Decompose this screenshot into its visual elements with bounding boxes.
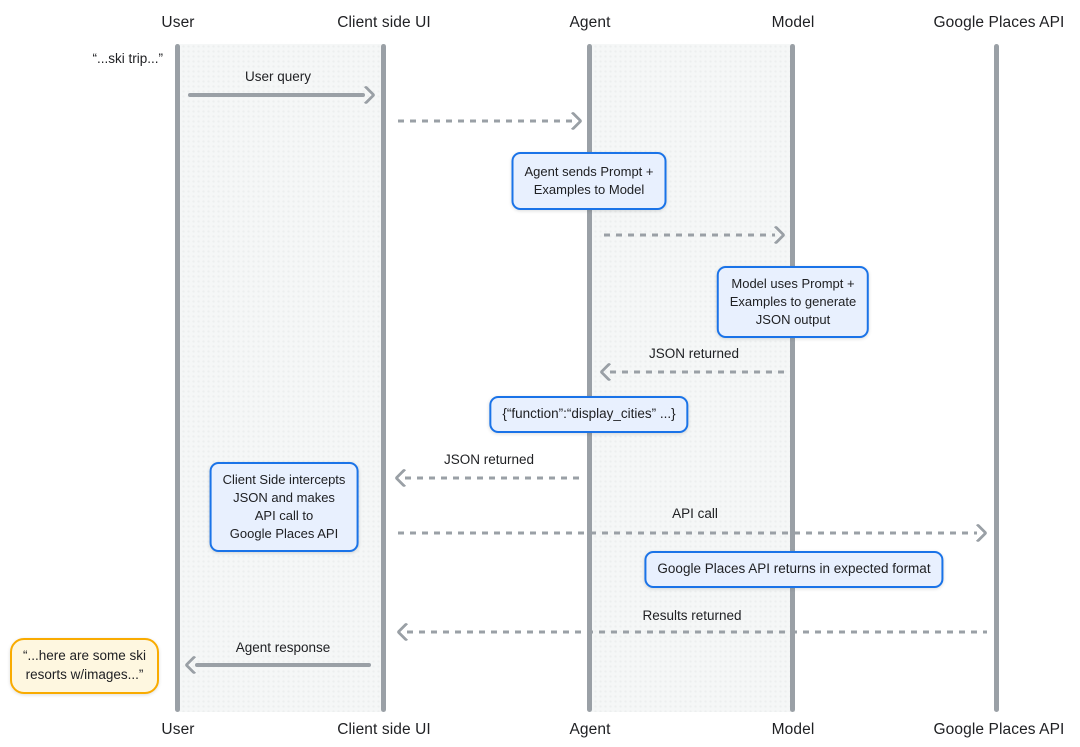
actor-top-user: User xyxy=(161,14,195,31)
message-label-results-returned: Results returned xyxy=(642,608,742,623)
arrow-line xyxy=(405,476,579,480)
note-json-function-call: {“function”:“display_cities” ...} xyxy=(489,396,689,433)
arrow-line xyxy=(604,233,775,237)
note-line: Examples to Model xyxy=(533,182,645,197)
lifeline-model xyxy=(790,44,795,712)
arrow-api-call xyxy=(396,523,988,543)
message-label-agent-response: Agent response xyxy=(235,640,331,655)
activation-band-user-clientui xyxy=(176,44,386,712)
note-line: Google Places API xyxy=(229,525,339,541)
arrow-line xyxy=(407,630,987,634)
arrow-clientui-to-agent xyxy=(396,111,583,131)
actor-bottom-agent: Agent xyxy=(569,721,611,738)
actor-bottom-user: User xyxy=(161,721,195,738)
arrow-results-returned xyxy=(396,622,989,642)
note-line: “...here are some ski xyxy=(23,648,147,664)
arrowhead-right-icon xyxy=(968,523,988,543)
arrow-line xyxy=(398,531,977,535)
lifeline-agent xyxy=(587,44,592,712)
actor-top-model: Model xyxy=(771,14,815,31)
note-line: API call to xyxy=(254,507,314,523)
arrow-user-query xyxy=(186,85,376,105)
message-label-user-query: User query xyxy=(244,69,312,84)
arrow-agent-to-model xyxy=(602,225,786,245)
note-line: Google Places API returns in expected fo… xyxy=(657,561,931,576)
quote-ski-resorts: “...here are some ski resorts w/images..… xyxy=(10,638,160,694)
message-label-json-returned-2: JSON returned xyxy=(443,452,535,467)
message-label-api-call: API call xyxy=(672,506,718,521)
actor-bottom-google-places-api: Google Places API xyxy=(933,721,1065,738)
message-label-json-returned-1: JSON returned xyxy=(648,346,740,361)
arrowhead-right-icon xyxy=(356,85,376,105)
note-line: {“function”:“display_cities” ...} xyxy=(502,406,676,421)
actor-top-agent: Agent xyxy=(569,14,611,31)
note-line: Agent sends Prompt + xyxy=(524,164,654,180)
arrow-line xyxy=(610,370,786,374)
lifeline-google-places-api xyxy=(994,44,999,712)
actor-top-client-side-ui: Client side UI xyxy=(337,14,431,31)
lifeline-client-side-ui xyxy=(381,44,386,712)
note-client-side-intercepts: Client Side intercepts JSON and makes AP… xyxy=(209,462,359,552)
arrow-json-returned-agent-to-clientui xyxy=(394,468,581,488)
actor-bottom-client-side-ui: Client side UI xyxy=(337,721,431,738)
arrowhead-right-icon xyxy=(766,225,786,245)
arrow-agent-response xyxy=(184,655,373,675)
note-model-generates-json: Model uses Prompt + Examples to generate… xyxy=(716,266,870,338)
note-google-places-returns: Google Places API returns in expected fo… xyxy=(644,551,944,588)
note-agent-sends-prompt: Agent sends Prompt + Examples to Model xyxy=(511,152,667,210)
note-line: Model uses Prompt + xyxy=(731,276,855,291)
arrow-json-returned-model-to-agent xyxy=(599,362,788,382)
note-line: Client Side intercepts xyxy=(222,472,346,487)
lifeline-user xyxy=(175,44,180,712)
arrow-line xyxy=(195,663,371,667)
note-line: JSON output xyxy=(755,311,831,327)
actor-top-google-places-api: Google Places API xyxy=(933,14,1065,31)
note-line: resorts w/images...” xyxy=(25,667,144,682)
arrow-line xyxy=(398,119,572,123)
arrow-line xyxy=(188,93,365,97)
note-line: JSON and makes xyxy=(233,489,335,505)
arrowhead-right-icon xyxy=(563,111,583,131)
quote-ski-trip: “...ski trip...” xyxy=(92,51,164,66)
note-line: Examples to generate xyxy=(729,293,857,309)
actor-bottom-model: Model xyxy=(771,721,815,738)
